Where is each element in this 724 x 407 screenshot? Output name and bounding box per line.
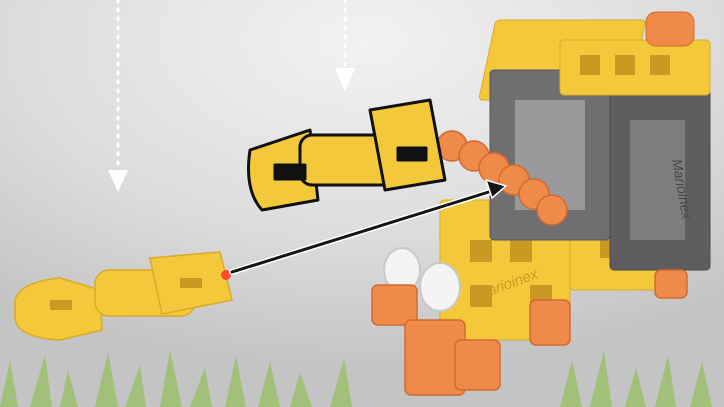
orange-top-peg bbox=[645, 11, 695, 47]
main-assembly: Marioinex Marioinex bbox=[371, 11, 711, 396]
orange-bottom-pieces bbox=[371, 269, 688, 396]
grass-strip bbox=[0, 350, 712, 407]
white-pegs bbox=[383, 247, 461, 312]
down-arrow-icon bbox=[108, 170, 128, 192]
down-arrow-icon bbox=[335, 68, 355, 92]
guide-line-left bbox=[108, 0, 128, 192]
gray-cube-frame bbox=[489, 39, 711, 271]
guide-line-right bbox=[335, 0, 355, 92]
loose-arm-piece bbox=[14, 251, 233, 341]
highlighted-arm-piece bbox=[247, 98, 447, 212]
connection-point-source bbox=[221, 270, 231, 280]
orange-bead-chain bbox=[436, 130, 568, 226]
right-arrow-icon bbox=[229, 178, 508, 275]
